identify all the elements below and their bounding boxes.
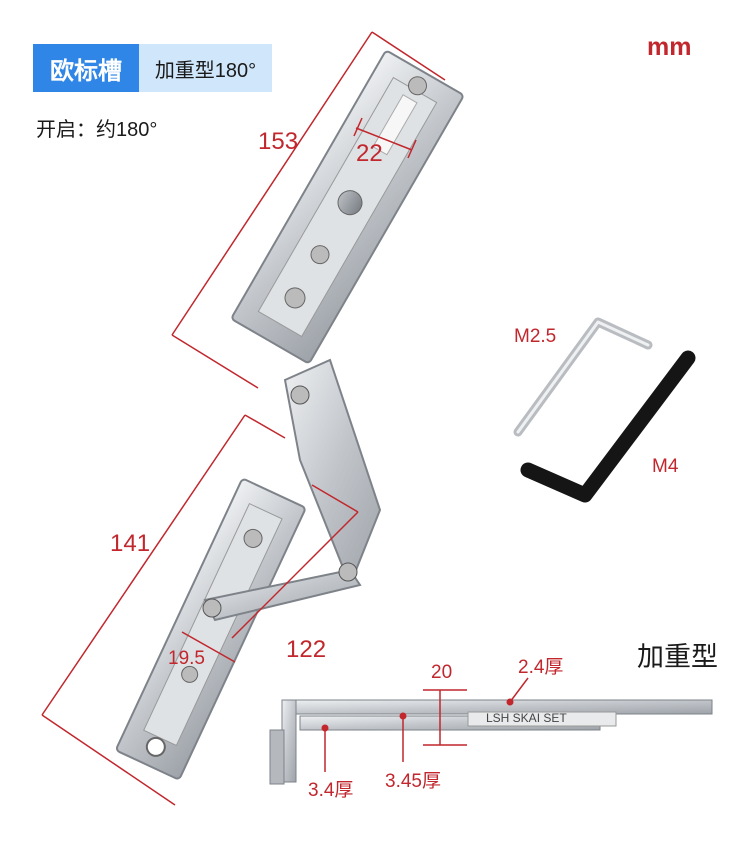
key-label-m2-5: M2.5: [514, 326, 557, 347]
main-link: [283, 358, 382, 588]
dim-22: [353, 117, 417, 159]
tag-secondary: 加重型180°: [139, 44, 272, 92]
dim-label-153: 153: [258, 128, 299, 155]
hex-key-small-hi: [516, 320, 650, 434]
dim-19-5: [181, 631, 236, 663]
tag-primary: 欧标槽: [33, 44, 139, 92]
dim-label-19-5: 19.5: [168, 648, 205, 669]
dim-label-122: 122: [286, 636, 327, 663]
side-dim-2-4: 2.4厚: [518, 657, 564, 678]
dim-141: [41, 414, 286, 806]
dim-153: [171, 31, 446, 389]
hex-key-large: [520, 350, 696, 503]
side-dim-3-45: 3.45厚: [385, 771, 441, 792]
side-dims: [324, 677, 529, 772]
opening-angle: 开启：约180°: [36, 119, 158, 141]
dim-label-22: 22: [356, 140, 383, 167]
unit-label: mm: [647, 33, 692, 61]
side-view-title: 加重型: [637, 642, 718, 672]
dim-122: [231, 484, 359, 639]
side-view: [269, 699, 713, 785]
upper-arm: [231, 50, 464, 364]
dim-label-141: 141: [110, 530, 151, 557]
key-label-m4: M4: [652, 456, 679, 477]
engraving: LSH SKAI SET: [486, 711, 567, 725]
lower-arm: [115, 478, 306, 780]
side-dim-20: 20: [431, 662, 453, 683]
side-dim-3-4: 3.4厚: [308, 780, 354, 801]
